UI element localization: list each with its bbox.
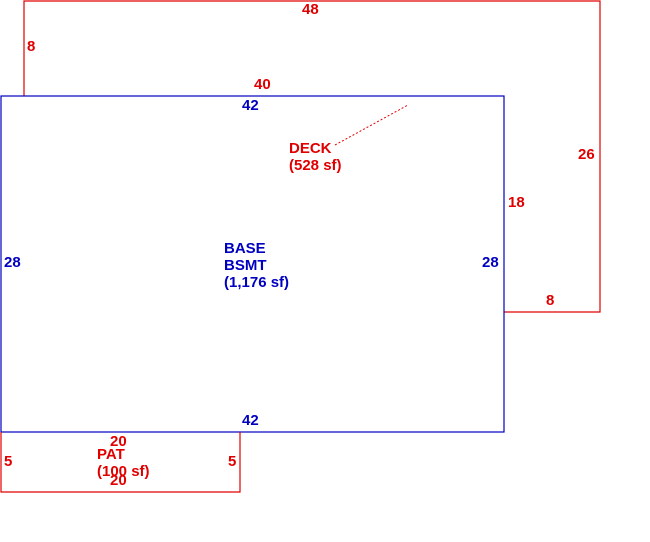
- base-dim-right: 28: [482, 254, 499, 271]
- base-dim-left: 28: [4, 254, 21, 271]
- base-name-line2: BSMT: [224, 257, 267, 274]
- deck-dim-right: 26: [578, 146, 595, 163]
- deck-dim-bottom: 8: [546, 292, 555, 309]
- deck-dim-inner-top: 40: [254, 76, 271, 93]
- base-area-label: (1,176 sf): [224, 274, 290, 291]
- deck-dim-left: 8: [27, 38, 36, 55]
- deck-outline: [23, 0, 601, 313]
- patio-name-label: PAT: [97, 446, 125, 463]
- patio-dim-left: 5: [4, 453, 13, 470]
- deck-area-label: (528 sf): [289, 157, 342, 174]
- patio-outline: [0, 432, 241, 493]
- patio-dim-bottom: 20: [110, 472, 127, 489]
- base-dim-top: 42: [242, 97, 259, 114]
- deck-name-label: DECK: [289, 140, 332, 157]
- patio-dim-top: 20: [110, 433, 127, 450]
- base-outline: [0, 95, 505, 433]
- base-name-line1: BASE: [224, 240, 266, 257]
- base-dim-bottom: 42: [242, 412, 259, 429]
- deck-dim-top: 48: [302, 1, 319, 18]
- deck-leader-line: [334, 104, 409, 146]
- patio-dim-right: 5: [228, 453, 237, 470]
- patio-area-label: (100 sf): [97, 463, 150, 480]
- deck-dim-inner-right: 18: [508, 194, 525, 211]
